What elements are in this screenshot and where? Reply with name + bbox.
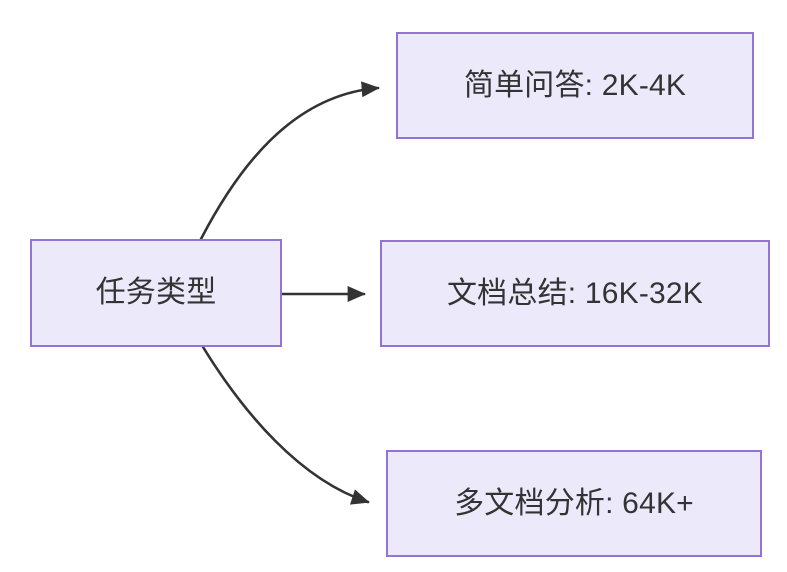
edge-source-to-multi-doc — [201, 345, 370, 505]
node-document-summary[interactable]: 文档总结: 16K-32K — [380, 240, 770, 347]
node-task-type[interactable]: 任务类型 — [30, 239, 282, 347]
node-multi-document-analysis[interactable]: 多文档分析: 64K+ — [386, 450, 762, 557]
edge-source-to-simple-qa — [199, 81, 380, 241]
node-document-summary-label: 文档总结: 16K-32K — [446, 276, 704, 310]
node-task-type-label: 任务类型 — [95, 276, 217, 309]
node-simple-qa[interactable]: 简单问答: 2K-4K — [396, 32, 754, 139]
node-simple-qa-label: 简单问答: 2K-4K — [463, 68, 687, 102]
node-multi-document-analysis-label: 多文档分析: 64K+ — [454, 486, 694, 520]
